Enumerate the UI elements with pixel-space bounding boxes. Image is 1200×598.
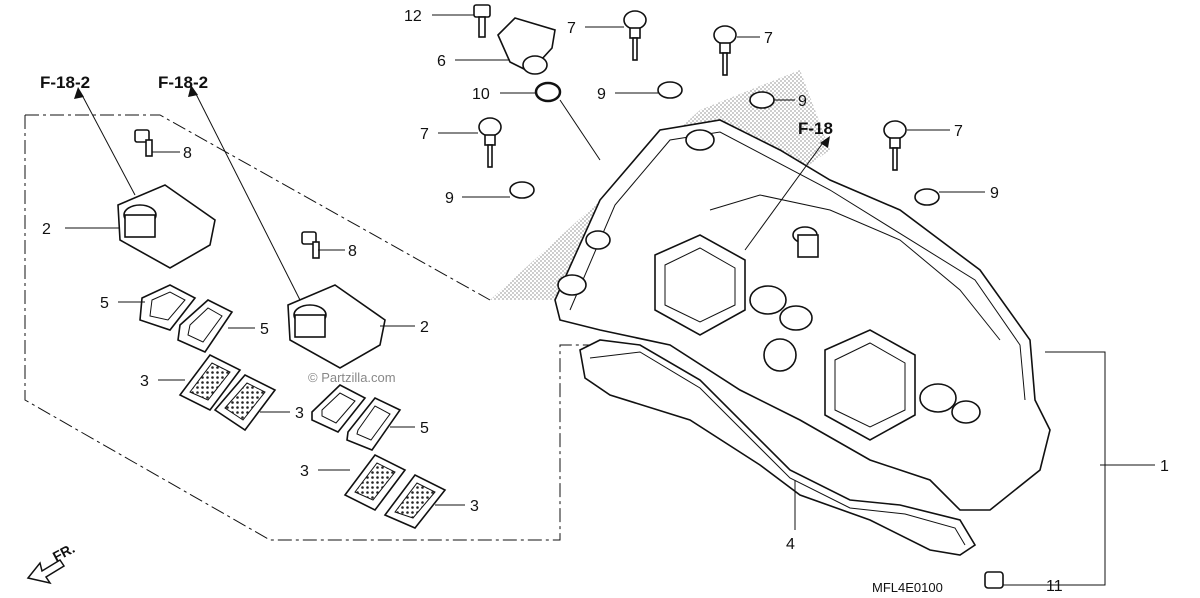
callout-9c: 9 xyxy=(445,190,454,207)
bolt-7-c xyxy=(478,117,502,168)
gasket xyxy=(579,339,977,556)
bolt-8-b xyxy=(301,231,320,259)
bolt-7-d xyxy=(883,120,907,171)
seal-5-d xyxy=(346,397,402,451)
group-outline-left xyxy=(24,115,620,541)
washer-9-d xyxy=(914,188,940,206)
callout-12: 12 xyxy=(404,8,422,25)
gasket-inner xyxy=(589,351,966,546)
bolt-12 xyxy=(473,4,491,38)
callout-3a: 3 xyxy=(140,373,149,390)
breather-pipe xyxy=(557,129,819,372)
washer-9-a xyxy=(657,81,683,99)
callout-5b: 5 xyxy=(260,321,269,338)
cam-sensor xyxy=(497,17,556,75)
callout-8a: 8 xyxy=(183,145,192,162)
bolt-7-b xyxy=(713,25,737,76)
callout-1: 1 xyxy=(1160,458,1169,475)
bolt-8-a xyxy=(134,129,153,157)
callout-3d: 3 xyxy=(470,498,479,515)
bolt-7-a xyxy=(623,10,647,61)
separator-cap-b xyxy=(287,284,386,369)
callout-10: 10 xyxy=(472,86,490,103)
watermark: © Partzilla.com xyxy=(308,370,396,385)
reed-3-a xyxy=(178,353,242,412)
callout-11: 11 xyxy=(1046,578,1063,595)
callout-2a: 2 xyxy=(42,221,51,238)
callout-4: 4 xyxy=(786,536,795,553)
callout-9a: 9 xyxy=(597,86,606,103)
callout-7b: 7 xyxy=(764,30,773,47)
separator-cap-a xyxy=(117,184,216,269)
plug-hole-front xyxy=(654,234,813,336)
seal-5-b xyxy=(177,299,234,354)
washer-9-c xyxy=(509,181,535,199)
head-cover-ridge xyxy=(709,194,1001,341)
callout-9b: 9 xyxy=(798,93,807,110)
ref-f18: F-18 xyxy=(798,119,833,138)
callout-3b: 3 xyxy=(295,405,304,422)
arrow-f18-2-b xyxy=(188,85,198,97)
pipe-joint xyxy=(984,571,1004,589)
seal-5-c xyxy=(311,384,367,433)
ref-f18-2-right: F-18-2 xyxy=(158,73,208,92)
diagram-code: MFL4E0100 xyxy=(872,580,943,595)
plug-hole-rear xyxy=(824,329,981,441)
callout-7c: 7 xyxy=(420,126,429,143)
leader-lines xyxy=(65,14,1155,586)
arrow-f18-2-a xyxy=(74,87,84,99)
reed-3-c xyxy=(343,453,407,512)
arrow-f18 xyxy=(820,136,830,148)
seal-5-a xyxy=(139,284,197,331)
washer-9-b xyxy=(749,91,775,109)
group-outline xyxy=(25,114,491,301)
reed-3-b xyxy=(213,374,277,432)
callout-7a: 7 xyxy=(567,20,576,37)
callout-3c: 3 xyxy=(300,463,309,480)
front-label: FR. xyxy=(50,540,77,565)
callout-5c: 5 xyxy=(420,420,429,437)
callout-6: 6 xyxy=(437,53,446,70)
o-ring xyxy=(534,81,562,103)
callout-2b: 2 xyxy=(420,319,429,336)
ref-f18-2-left: F-18-2 xyxy=(40,73,90,92)
reed-3-d xyxy=(383,473,447,529)
callout-8b: 8 xyxy=(348,243,357,260)
callout-5a: 5 xyxy=(100,295,109,312)
callout-9d: 9 xyxy=(990,185,999,202)
front-arrow-icon: FR. xyxy=(26,540,77,585)
callout-7d: 7 xyxy=(954,123,963,140)
head-cover-rim xyxy=(569,131,1026,401)
